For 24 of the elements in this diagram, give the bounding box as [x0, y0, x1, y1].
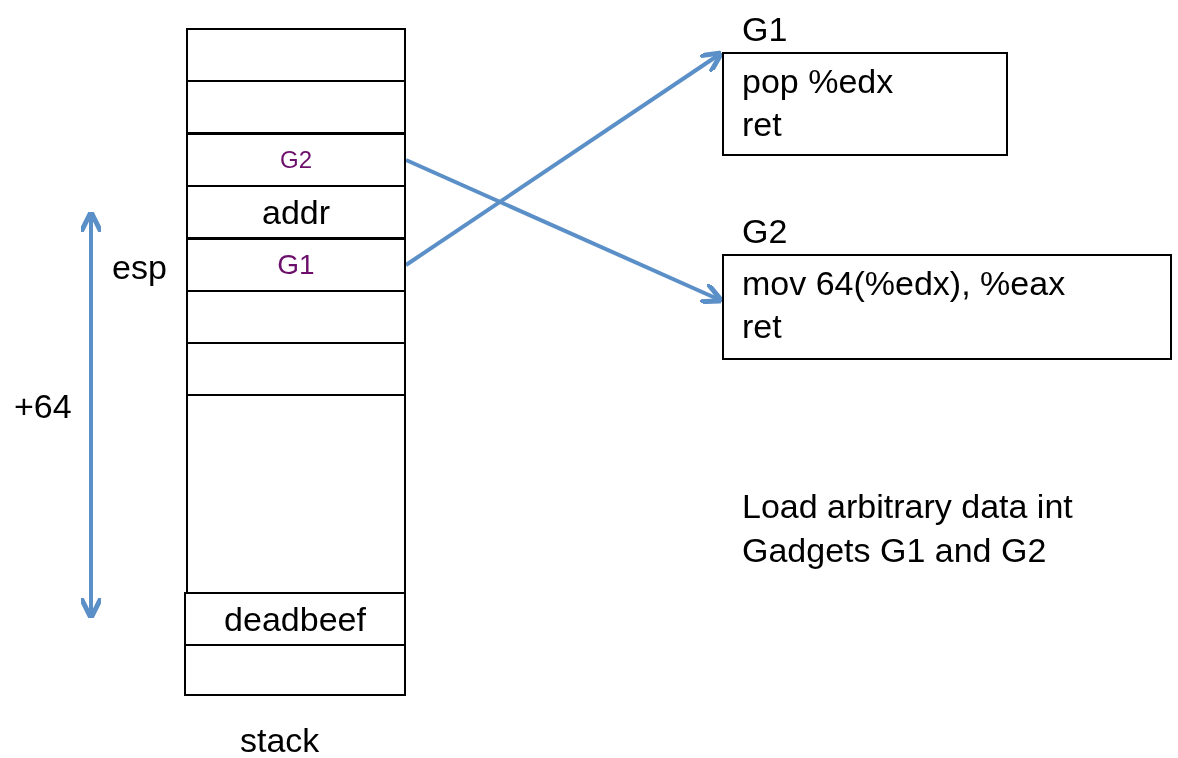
- instruction-text: pop %edx: [742, 64, 894, 98]
- stack-cell: [186, 185, 406, 239]
- stack-caption: stack: [240, 720, 320, 758]
- stack-cell: [186, 342, 406, 396]
- stack-cell: [184, 644, 406, 696]
- gadget-label: G1: [742, 12, 788, 46]
- cell-value: G1: [277, 251, 315, 279]
- stack-cell: [186, 80, 406, 134]
- cell-value: addr: [261, 195, 331, 229]
- cell-value: deadbeef: [224, 602, 366, 636]
- cell-value: G2: [280, 148, 312, 172]
- stack-cell: [186, 28, 406, 82]
- arrow: [405, 158, 725, 305]
- instruction-text: ret: [742, 309, 782, 343]
- note-text: Load arbitrary data int Gadgets G1 and G2: [742, 486, 1074, 572]
- instruction-text: mov 64(%edx), %eax: [742, 266, 1066, 300]
- stack-cell: [186, 290, 406, 344]
- stack-cell: [186, 238, 406, 292]
- stack-cell: [186, 394, 406, 594]
- gadget-label: G2: [742, 214, 788, 248]
- instruction-text: ret: [742, 107, 782, 141]
- stack-cell: [186, 133, 406, 187]
- stack-cell: [184, 592, 406, 646]
- register-label: esp: [112, 247, 167, 288]
